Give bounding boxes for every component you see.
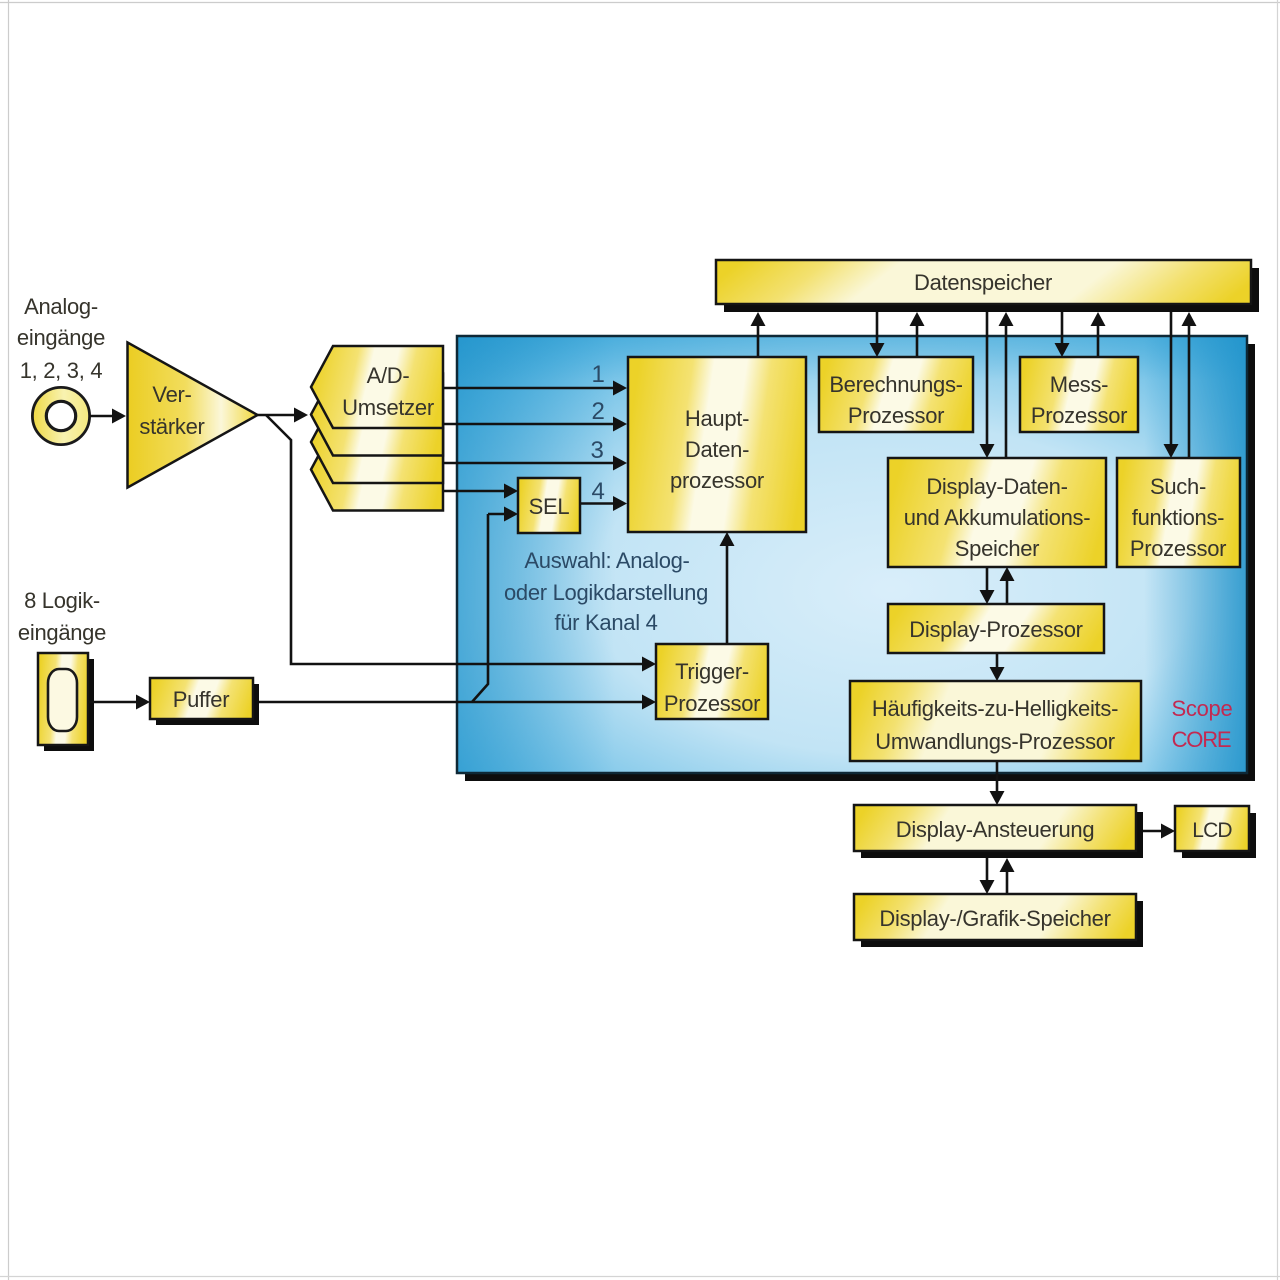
svg-text:oder Logikdarstellung: oder Logikdarstellung xyxy=(504,580,708,605)
svg-text:Scope: Scope xyxy=(1172,696,1233,721)
svg-text:Display-Prozessor: Display-Prozessor xyxy=(909,617,1082,642)
svg-text:Prozessor: Prozessor xyxy=(664,691,760,716)
svg-text:Häufigkeits-zu-Helligkeits-: Häufigkeits-zu-Helligkeits- xyxy=(872,696,1118,721)
svg-text:und Akkumulations-: und Akkumulations- xyxy=(904,505,1091,530)
svg-text:1, 2, 3, 4: 1, 2, 3, 4 xyxy=(20,358,103,383)
svg-text:Datenspeicher: Datenspeicher xyxy=(914,270,1052,295)
svg-text:CORE: CORE xyxy=(1172,727,1231,752)
svg-text:1: 1 xyxy=(591,361,604,388)
svg-text:2: 2 xyxy=(591,398,604,425)
svg-text:8 Logik-: 8 Logik- xyxy=(24,588,100,613)
svg-text:Mess-: Mess- xyxy=(1050,372,1108,397)
svg-text:funktions-: funktions- xyxy=(1132,505,1224,530)
svg-text:Umsetzer: Umsetzer xyxy=(342,395,434,420)
svg-text:Analog-: Analog- xyxy=(24,294,98,319)
svg-text:Prozessor: Prozessor xyxy=(1130,536,1226,561)
svg-text:Trigger-: Trigger- xyxy=(675,659,749,684)
svg-text:SEL: SEL xyxy=(529,494,570,519)
svg-text:für Kanal 4: für Kanal 4 xyxy=(554,610,657,635)
svg-text:Daten-: Daten- xyxy=(685,437,749,462)
svg-text:Auswahl: Analog-: Auswahl: Analog- xyxy=(524,548,689,573)
svg-text:Display-Ansteuerung: Display-Ansteuerung xyxy=(896,817,1095,842)
svg-text:Ver-: Ver- xyxy=(152,382,191,407)
svg-text:A/D-: A/D- xyxy=(367,363,410,388)
svg-text:LCD: LCD xyxy=(1192,819,1232,842)
svg-text:eingänge: eingänge xyxy=(18,620,106,645)
svg-text:eingänge: eingänge xyxy=(17,325,105,350)
svg-text:Puffer: Puffer xyxy=(173,687,230,712)
svg-text:Display-Daten-: Display-Daten- xyxy=(926,474,1067,499)
svg-text:Prozessor: Prozessor xyxy=(848,403,944,428)
svg-text:prozessor: prozessor xyxy=(670,468,764,493)
svg-text:Haupt-: Haupt- xyxy=(685,406,749,431)
svg-text:Berechnungs-: Berechnungs- xyxy=(829,372,962,397)
svg-text:3: 3 xyxy=(590,437,603,464)
svg-text:stärker: stärker xyxy=(139,414,204,439)
svg-text:Such-: Such- xyxy=(1150,474,1206,499)
svg-text:Prozessor: Prozessor xyxy=(1031,403,1127,428)
svg-text:Speicher: Speicher xyxy=(955,536,1039,561)
svg-text:4: 4 xyxy=(591,478,604,505)
svg-text:Display-/Grafik-Speicher: Display-/Grafik-Speicher xyxy=(879,906,1110,931)
svg-text:Umwandlungs-Prozessor: Umwandlungs-Prozessor xyxy=(875,729,1114,754)
